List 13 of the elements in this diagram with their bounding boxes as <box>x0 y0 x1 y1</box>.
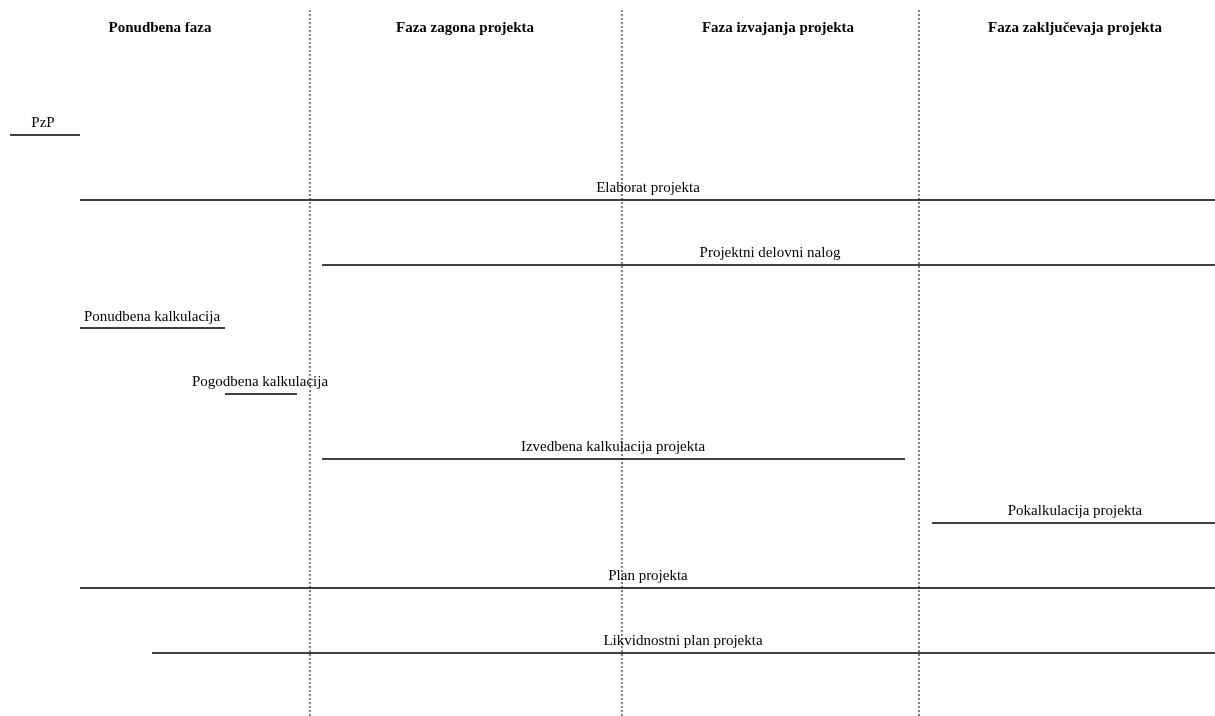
document-label: PzP <box>31 113 55 131</box>
document-label: Pokalkulacija projekta <box>1007 501 1143 519</box>
document-label: Ponudbena kalkulacija <box>83 307 221 325</box>
document-label: Likvidnostni plan projekta <box>603 631 763 649</box>
phase-heading: Ponudbena faza <box>108 18 212 36</box>
document-label: Pogodbena kalkulacija <box>191 372 329 390</box>
phase-heading: Faza zagona projekta <box>396 18 534 36</box>
phase-heading: Faza zaključevaja projekta <box>988 18 1162 36</box>
document-label: Izvedbena kalkulacija projekta <box>520 437 706 455</box>
document-label: Plan projekta <box>608 566 688 584</box>
phase-heading: Faza izvajanja projekta <box>701 18 855 36</box>
document-label: Projektni delovni nalog <box>699 243 841 261</box>
document-label: Elaborat projekta <box>596 178 700 196</box>
